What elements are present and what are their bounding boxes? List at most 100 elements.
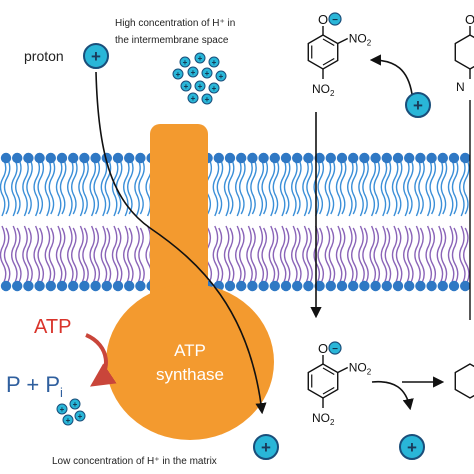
atp-label: ATP xyxy=(34,316,71,338)
lipid-tail xyxy=(216,227,224,283)
lipid-tail xyxy=(261,227,269,283)
svg-text:+: + xyxy=(205,95,210,104)
lipid-head xyxy=(437,280,448,292)
lipid-tail xyxy=(362,227,369,283)
lipid-head xyxy=(269,280,280,292)
lipid-head xyxy=(236,152,247,164)
lipid-head xyxy=(56,280,68,292)
lipid-tail xyxy=(429,159,437,215)
lipid-head xyxy=(224,280,236,292)
lipid-head xyxy=(56,152,68,164)
lipid-tail xyxy=(250,159,257,215)
lipid-tail xyxy=(55,159,63,217)
svg-text:+: + xyxy=(413,96,423,115)
lipid-tail xyxy=(82,159,89,215)
lipid-head xyxy=(426,152,437,164)
lipid-tail xyxy=(93,159,101,215)
lipid-tail xyxy=(138,159,145,215)
lipid-bilayer xyxy=(0,152,471,292)
lipid-tail xyxy=(3,159,11,215)
lipid-tail xyxy=(429,227,437,283)
nitro-group-label: NO2 xyxy=(312,82,335,98)
lipid-tail xyxy=(306,227,313,283)
lipid-head xyxy=(236,280,247,292)
lipid-head xyxy=(34,280,45,292)
lipid-tail xyxy=(414,159,421,217)
small-proton-icon: + xyxy=(74,410,86,422)
lipid-tail xyxy=(89,159,97,217)
high-concentration-label-line1: High concentration of H⁺ in xyxy=(115,18,235,29)
lipid-tail xyxy=(272,159,280,215)
lipid-head xyxy=(79,152,90,164)
lipid-head xyxy=(348,152,359,164)
high-concentration-label-line2: the intermembrane space xyxy=(115,35,229,46)
low-concentration-label: Low concentration of H⁺ in the matrix xyxy=(52,456,217,467)
svg-text:+: + xyxy=(212,84,217,93)
lipid-head xyxy=(68,152,79,164)
lipid-tail xyxy=(127,227,134,283)
lipid-tail xyxy=(380,159,388,217)
lipid-tail xyxy=(22,225,29,283)
lipid-head xyxy=(460,152,471,164)
proton-cluster-high: ++++++++++++ xyxy=(172,52,227,105)
lipid-head xyxy=(392,152,404,164)
nitro-group-label: NO2 xyxy=(349,32,372,48)
lipid-head xyxy=(68,280,79,292)
lipid-head xyxy=(448,280,460,292)
lipid-head xyxy=(112,280,124,292)
lipid-head xyxy=(359,280,370,292)
nitro-group-label: N xyxy=(456,80,465,94)
benzene-ring xyxy=(307,363,339,399)
lipid-tail xyxy=(257,159,265,217)
lipid-head xyxy=(370,280,381,292)
lipid-tail xyxy=(369,159,377,217)
lipid-tail xyxy=(115,227,123,283)
lipid-head xyxy=(426,280,437,292)
lipid-head xyxy=(404,280,415,292)
lipid-tail xyxy=(261,159,269,215)
lipid-head xyxy=(336,152,348,164)
lipid-tail xyxy=(134,159,141,217)
lipid-tail xyxy=(317,227,325,283)
lower-lipid-heads xyxy=(0,280,471,292)
lipid-tail xyxy=(418,227,425,283)
svg-text:+: + xyxy=(407,438,417,457)
lipid-head xyxy=(381,280,392,292)
lipid-tail xyxy=(0,225,7,283)
lipid-tail xyxy=(26,227,33,283)
small-proton-icon: + xyxy=(69,398,81,410)
svg-text:+: + xyxy=(78,412,83,421)
proton-label: proton xyxy=(24,48,64,64)
lipid-tail xyxy=(55,225,63,283)
lipid-tail xyxy=(347,225,354,283)
lipid-tail xyxy=(384,159,392,215)
lipid-tail xyxy=(459,159,466,217)
lipid-head xyxy=(314,280,325,292)
lipid-head xyxy=(348,280,359,292)
lipid-head xyxy=(404,152,415,164)
lipid-tail xyxy=(347,159,354,217)
lipid-head xyxy=(23,280,34,292)
lipid-tail xyxy=(44,159,52,217)
lipid-tail xyxy=(78,159,85,217)
lipid-tail xyxy=(380,225,388,283)
lipid-tail xyxy=(22,159,29,217)
lipid-tail xyxy=(82,227,89,283)
lipid-tail xyxy=(11,159,18,217)
lipid-tail xyxy=(59,159,67,215)
lipid-tail xyxy=(257,225,265,283)
dnp-partial-bottom-right xyxy=(454,363,474,399)
lipid-tail xyxy=(463,159,470,215)
atp-curved-arrow xyxy=(85,333,117,387)
small-proton-icon: + xyxy=(194,52,206,64)
lipid-tail xyxy=(227,159,235,215)
svg-text:+: + xyxy=(73,400,78,409)
lipid-tail xyxy=(283,227,291,283)
svg-text:+: + xyxy=(191,68,196,77)
svg-text:+: + xyxy=(191,94,196,103)
lipid-tail xyxy=(403,159,410,217)
lipid-head xyxy=(135,280,146,292)
lipid-tail xyxy=(0,159,7,217)
proton-icon-matrix: + xyxy=(253,434,279,460)
